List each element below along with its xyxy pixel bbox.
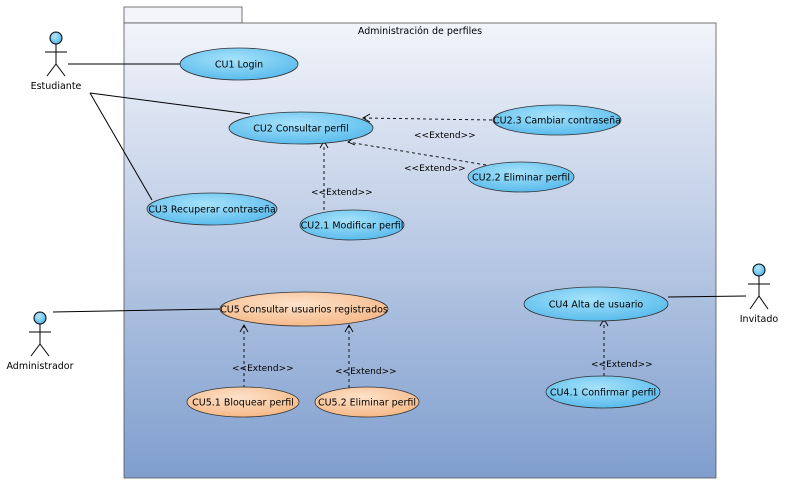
extend-label-cu2-1: <<Extend>>	[311, 188, 373, 198]
actor-administrador-label: Administrador	[6, 361, 73, 372]
use-case-cu2-1[interactable]: CU2.1 Modificar perfil	[299, 209, 405, 241]
use-case-cu1-label: CU1 Login	[215, 60, 263, 71]
actor-estudiante-label: Estudiante	[31, 81, 82, 92]
associations	[52, 63, 747, 313]
assoc-estudiante-cu2	[89, 92, 251, 115]
extend-label-cu2-2: <<Extend>>	[404, 164, 466, 174]
arrowhead-cu5-1	[239, 324, 249, 333]
use-case-cu3-label: CU3 Recuperar contraseña	[148, 205, 276, 216]
assoc-administrador-cu5	[52, 308, 221, 313]
use-case-cu2[interactable]: CU2 Consultar perfil	[228, 111, 374, 145]
use-case-cu4[interactable]: CU4 Alta de usuario	[523, 286, 669, 322]
package-title: Administración de perfiles	[358, 26, 482, 37]
package-tab	[123, 6, 243, 24]
assoc-invitado-cu4	[667, 295, 747, 298]
assoc-estudiante-cu3	[89, 92, 153, 201]
use-case-cu5[interactable]: CU5 Consultar usuarios registrados	[219, 291, 389, 327]
use-case-cu4-1-label: CU4.1 Confirmar perfil	[550, 388, 656, 399]
extend-label-cu5-2: <<Extend>>	[335, 367, 397, 377]
use-case-cu2-2[interactable]: CU2.2 Eliminar perfil	[467, 161, 575, 193]
actor-administrador[interactable]: Administrador	[6, 311, 74, 372]
use-case-cu5-2[interactable]: CU5.2 Eliminar perfil	[314, 386, 420, 418]
actor-invitado[interactable]: Invitado	[740, 263, 779, 325]
actor-estudiante[interactable]: Estudiante	[31, 31, 82, 92]
use-case-cu4-label: CU4 Alta de usuario	[549, 300, 644, 311]
extend-label-cu2-3: <<Extend>>	[414, 131, 476, 141]
use-case-cu2-2-label: CU2.2 Eliminar perfil	[472, 173, 570, 184]
actor-head-icon	[49, 31, 63, 45]
use-case-cu5-label: CU5 Consultar usuarios registrados	[220, 305, 388, 316]
use-case-cu2-1-label: CU2.1 Modificar perfil	[301, 221, 404, 232]
use-case-cu5-2-label: CU5.2 Eliminar perfil	[318, 398, 416, 409]
extend-label-cu5-1: <<Extend>>	[232, 364, 294, 374]
use-case-cu1[interactable]: CU1 Login	[179, 47, 299, 81]
use-case-cu2-3[interactable]: CU2.3 Cambiar contraseña	[492, 104, 622, 136]
actor-head-icon	[752, 263, 766, 277]
extend-relations	[243, 117, 605, 388]
use-case-cu5-1-label: CU5.1 Bloquear perfil	[192, 398, 294, 409]
use-case-cu4-1[interactable]: CU4.1 Confirmar perfil	[545, 375, 661, 409]
use-case-cu2-3-label: CU2.3 Cambiar contraseña	[493, 116, 621, 127]
actor-invitado-label: Invitado	[740, 314, 779, 325]
use-case-cu5-1[interactable]: CU5.1 Bloquear perfil	[186, 386, 300, 418]
arrowhead-cu2-3	[362, 113, 371, 123]
extend-cu2-2-to-cu2	[347, 141, 487, 166]
arrowhead-cu5-2	[344, 324, 354, 333]
use-case-cu2-label: CU2 Consultar perfil	[253, 124, 349, 135]
use-case-cu3[interactable]: CU3 Recuperar contraseña	[146, 192, 278, 226]
extend-label-cu4-1: <<Extend>>	[591, 360, 653, 370]
actor-head-icon	[33, 311, 47, 325]
